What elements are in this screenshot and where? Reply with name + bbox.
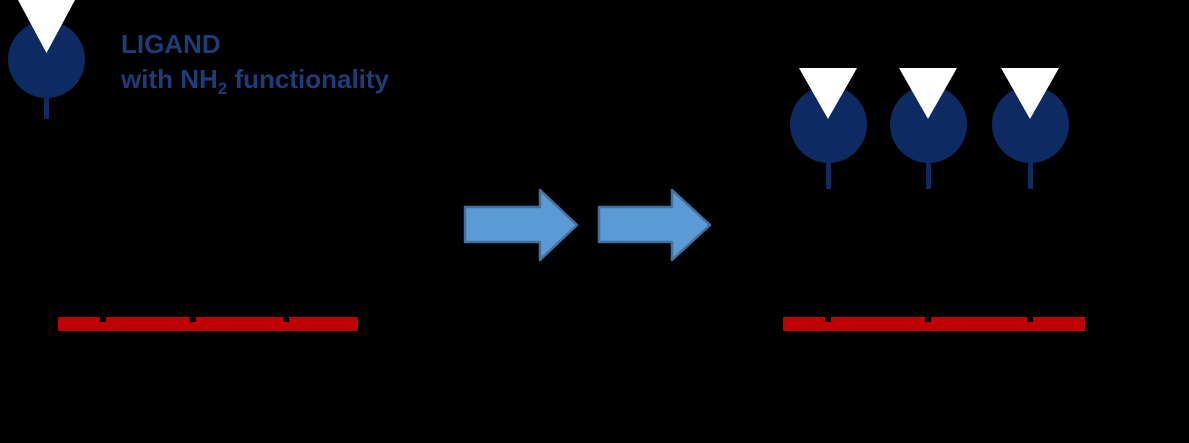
ligand-stem	[826, 161, 831, 189]
ligand-stem	[44, 97, 49, 119]
linker-notch	[100, 317, 106, 322]
ligand-label: LIGAND with NH2 functionality	[121, 27, 389, 97]
left-surface-bar	[58, 317, 358, 331]
linker-notch	[925, 317, 931, 322]
block-arrow-shape	[463, 188, 579, 262]
block-arrow-shape	[597, 188, 712, 262]
process-arrow-1-right-icon	[463, 188, 579, 262]
ligand-label-line1: LIGAND	[121, 29, 221, 59]
process-arrow-2-right-icon	[597, 188, 712, 262]
linker-notch	[283, 317, 289, 322]
ligand-label-line2: with NH2 functionality	[121, 64, 390, 98]
linker-notch	[1027, 317, 1033, 322]
subscript-2: 2	[217, 79, 228, 98]
linker-notch	[190, 317, 196, 322]
ligand-stem	[1028, 161, 1033, 189]
linker-notch	[825, 317, 831, 322]
right-surface-bar	[783, 317, 1085, 331]
ligand-stem	[926, 161, 931, 189]
